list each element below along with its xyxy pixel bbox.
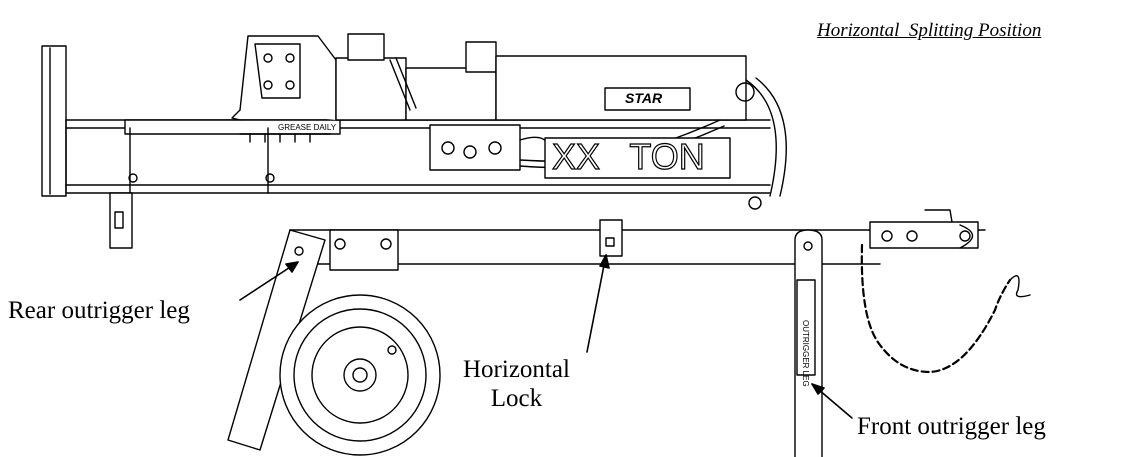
rear-outrigger-leg — [227, 229, 326, 451]
wedge-assembly — [231, 35, 337, 121]
grease-rail — [124, 119, 341, 143]
cylinder-housing — [335, 33, 747, 121]
safety-chain — [860, 243, 1031, 374]
callout-horizontal-lock-line1: Horizontal — [463, 356, 570, 383]
callout-rear-outrigger-leg: Rear outrigger leg — [8, 297, 190, 324]
front-outrigger-leg — [794, 229, 823, 457]
diagram-title: Horizontal Splitting Position — [817, 20, 1042, 41]
outrigger-decal-text: OUTRIGGER LEG — [801, 320, 810, 387]
callout-front-outrigger-leg: Front outrigger leg — [857, 413, 1046, 440]
grease-decal-text: GREASE DAILY — [278, 123, 337, 132]
tonnage-plate — [544, 137, 731, 179]
wheel — [279, 294, 441, 456]
end-plate — [41, 45, 67, 197]
tonnage-text: XX TON — [551, 135, 705, 177]
chassis-tube — [289, 219, 986, 271]
callout-horizontal-lock: Horizontal Lock — [463, 356, 570, 414]
callout-horizontal-lock-line2: Lock — [490, 384, 543, 412]
leader-arrows — [239, 254, 853, 419]
beam-brackets — [109, 127, 275, 249]
hitch-tongue — [869, 209, 979, 249]
brand-decal-text: STAR — [625, 90, 663, 106]
cylinder-end-cap — [735, 77, 787, 210]
